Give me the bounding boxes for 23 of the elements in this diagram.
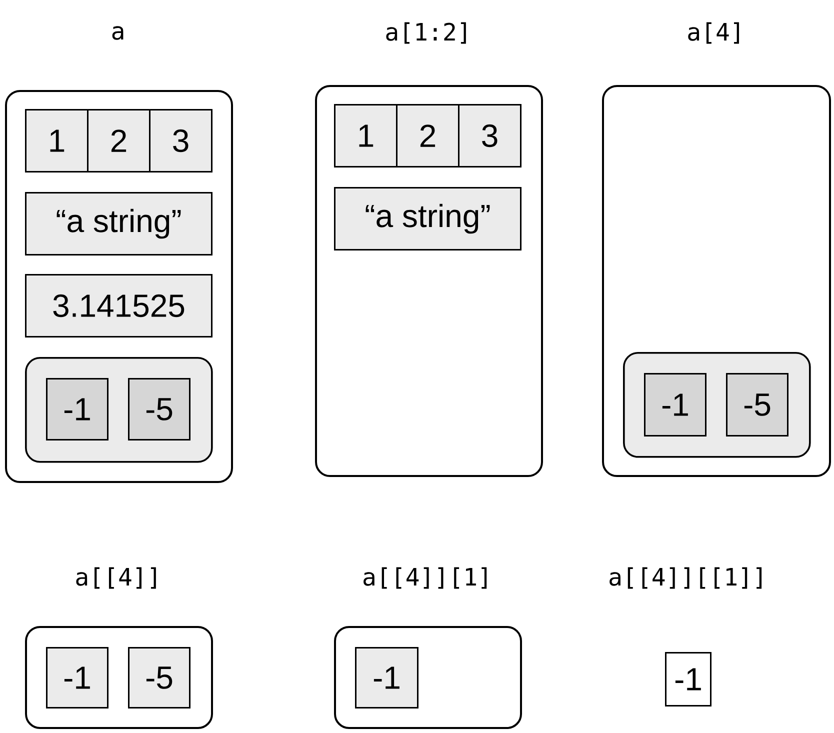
value-cell: -1 [355, 647, 418, 708]
panel-title: a[1:2] [386, 22, 466, 44]
panel-title: a[[4]] [76, 567, 156, 589]
value-cell: 2 [87, 109, 150, 172]
panel-title: a[[4]][[1]] [610, 567, 762, 589]
value-cell: 3 [458, 104, 522, 168]
value-cell: 1 [334, 104, 398, 168]
value-cell: -5 [128, 647, 190, 708]
value-cell: -1 [644, 373, 706, 436]
value-cell: -1 [46, 378, 108, 440]
panel-title: a [112, 26, 124, 40]
value-cell: 1 [25, 109, 88, 172]
value-cell: -5 [726, 373, 788, 436]
panel-title: a[[4]][1] [364, 567, 487, 589]
value-cell: “a string” [334, 187, 522, 250]
value-cell: “a string” [25, 192, 212, 256]
value-cell: 3.141525 [25, 274, 212, 338]
panel-title: a[4] [688, 22, 739, 44]
value-cell: 3 [149, 109, 212, 172]
value-cell: -1 [665, 652, 712, 706]
value-cell: -1 [46, 647, 108, 708]
value-cell: 2 [396, 104, 460, 168]
value-cell: -5 [128, 378, 190, 440]
